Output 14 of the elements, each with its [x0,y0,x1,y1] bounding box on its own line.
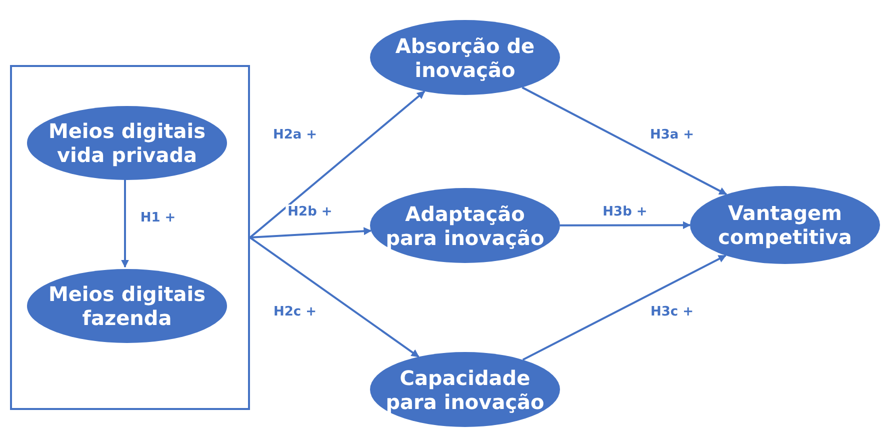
node-label: Adaptação para inovação [384,202,546,250]
arrow [121,178,129,268]
arrow [560,221,691,230]
arrow [522,254,726,361]
node-label: Vantagem competitiva [717,201,853,249]
node-label: Meios digitais vida privada [47,119,207,167]
group-frame [10,65,250,410]
node-label: Meios digitais fazenda [47,282,207,330]
arrow [522,86,728,196]
arrow [249,90,426,238]
arrow [249,236,420,358]
node-label: Absorção de inovação [394,34,536,82]
node-label: Capacidade para inovação [384,366,546,414]
arrow [250,227,372,238]
